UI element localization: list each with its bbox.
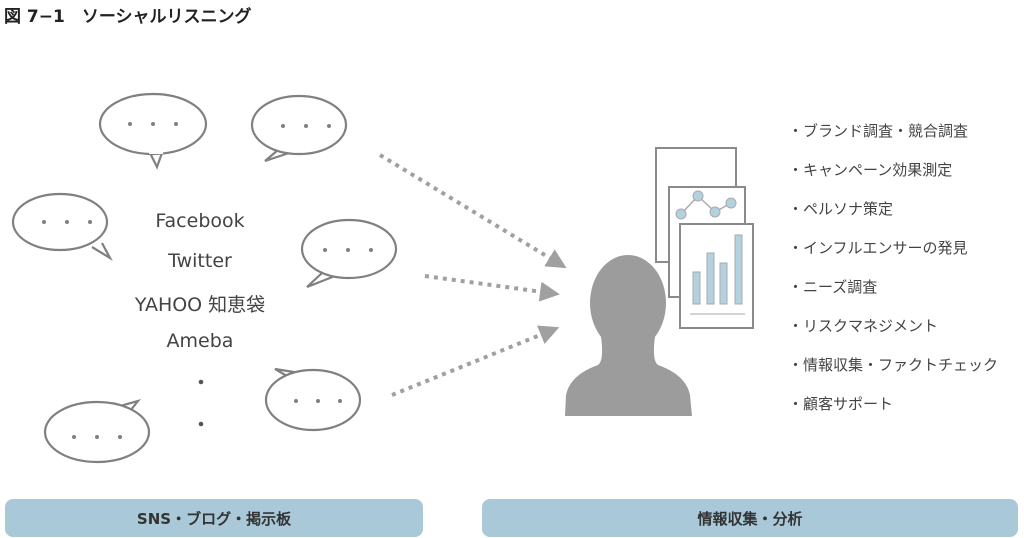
- use-item: ・キャンペーン効果測定: [788, 161, 953, 179]
- use-item: ・顧客サポート: [788, 395, 894, 413]
- speech-bubble-icon: [43, 399, 151, 464]
- platform-label: Facebook: [155, 210, 245, 232]
- footer-label-sources: SNS・ブログ・掲示板: [5, 499, 423, 537]
- platform-label: Ameba: [166, 330, 234, 352]
- arrow: [424, 274, 560, 302]
- arrow: [391, 325, 560, 397]
- person-icon: [565, 255, 692, 416]
- speech-bubble-icon: [98, 92, 208, 170]
- use-item: ・インフルエンサーの発見: [788, 239, 968, 257]
- arrow: [378, 153, 567, 269]
- use-item: ・ブランド調査・競合調査: [788, 122, 969, 140]
- speech-bubble-icon: [250, 94, 348, 163]
- figure-title: 図 7−1 ソーシャルリスニング: [4, 7, 252, 27]
- use-item: ・ニーズ調査: [788, 278, 878, 296]
- speech-bubble-icon: [264, 367, 362, 432]
- platform-label: Twitter: [168, 250, 232, 272]
- platform-label: YAHOO 知恵袋: [134, 294, 266, 316]
- footer-label-analysis: 情報収集・分析: [482, 499, 1018, 537]
- ellipsis-dots: [42, 122, 373, 439]
- speech-bubble-icon: [11, 192, 113, 262]
- use-item: ・ペルソナ策定: [788, 200, 894, 218]
- use-item: ・情報収集・ファクトチェック: [788, 356, 999, 374]
- use-item: ・リスクマネジメント: [788, 317, 939, 335]
- speech-bubble-icon: [300, 218, 398, 289]
- report-documents-icon: [655, 147, 754, 329]
